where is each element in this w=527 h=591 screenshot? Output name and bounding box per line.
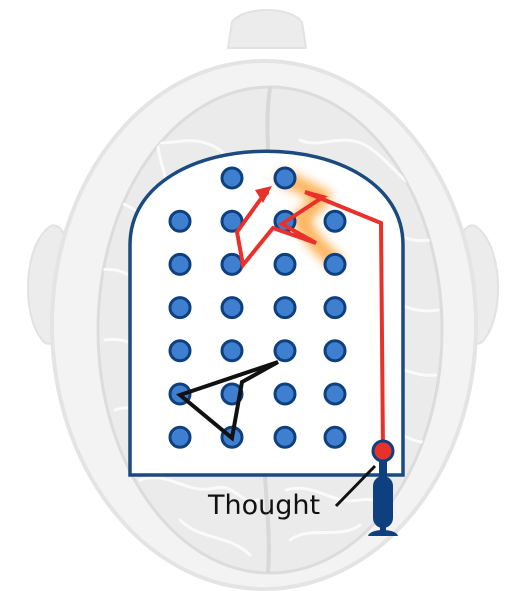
electrode <box>168 425 192 449</box>
electrode <box>220 296 244 320</box>
electrode <box>323 209 347 233</box>
active-path-line <box>234 190 385 454</box>
inactive-signal-path <box>175 360 279 442</box>
thought-pointer <box>334 464 377 508</box>
electrode <box>168 209 192 233</box>
active-path-glow <box>277 170 343 270</box>
nose <box>226 9 308 49</box>
electrode <box>168 252 192 276</box>
electrode <box>220 252 244 276</box>
electrode <box>273 382 297 406</box>
active-signal-path <box>234 186 385 454</box>
active-electrode <box>371 439 395 463</box>
electrode <box>323 425 347 449</box>
electrode <box>273 252 297 276</box>
electrode <box>273 166 297 190</box>
electrode <box>220 209 244 233</box>
electrode <box>273 296 297 320</box>
electrode <box>220 339 244 363</box>
electrode <box>273 339 297 363</box>
electrode <box>168 339 192 363</box>
electrode <box>323 382 347 406</box>
electrode <box>168 296 192 320</box>
connector-plug-icon <box>368 460 398 536</box>
thought-label: Thought <box>207 490 320 521</box>
arrowhead-icon <box>255 186 272 203</box>
electrode <box>323 252 347 276</box>
electrode <box>273 425 297 449</box>
electrode <box>220 166 244 190</box>
electrode <box>323 296 347 320</box>
electrode <box>323 339 347 363</box>
